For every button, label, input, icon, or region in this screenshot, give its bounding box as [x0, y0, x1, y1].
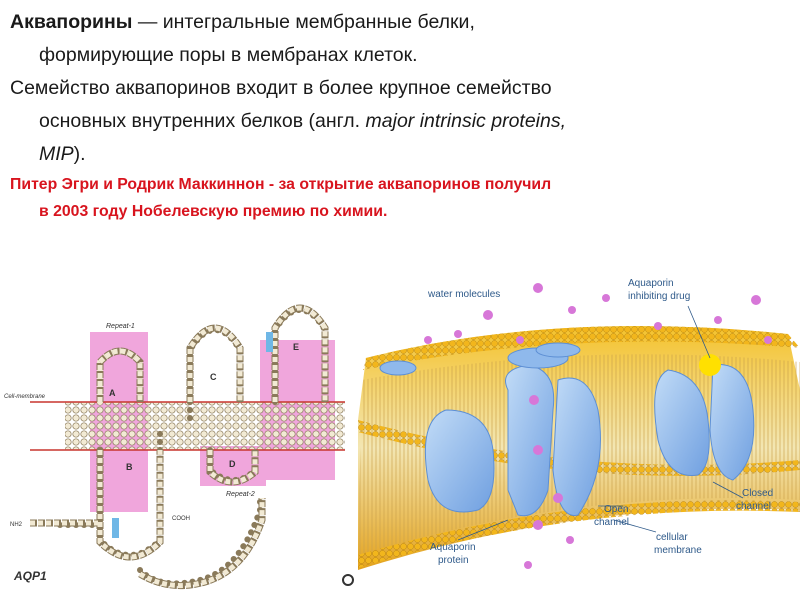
mip-english-term: major intrinsic proteins, [365, 110, 567, 132]
closed-channel-label-line1: Closed [742, 488, 773, 499]
nh2-terminus-label: NH2 [10, 522, 23, 528]
cellular-membrane-label-line2: membrane [654, 545, 702, 556]
family-paragraph: Семейство аквапоринов входит в более кру… [10, 72, 795, 171]
inhibiting-drug-molecule [699, 354, 721, 376]
loop-label-d: D [229, 459, 236, 469]
mip-abbreviation: MIP [39, 143, 74, 165]
nobel-text-line1: Питер Эгри и Родрик Маккиннон - за откры… [10, 176, 552, 193]
nobel-text-line2: в 2003 году Нобелевскую премию по химии. [39, 203, 388, 220]
definition-text: — интегральные мембранные белки, [132, 11, 475, 33]
repeat2-label: Repeat-2 [226, 491, 255, 498]
cooh-terminus-label: COOH [172, 516, 190, 522]
cellular-membrane-label-line1: cellular [656, 532, 688, 543]
family-text-line3-post: ). [73, 143, 86, 165]
drug-label-line2: inhibiting drug [628, 291, 690, 302]
lipid-heads-top [363, 326, 800, 370]
aquaporin-protein-label-line2: protein [438, 555, 469, 566]
water-molecules [424, 283, 772, 569]
slide-text: Аквапорины — интегральные мембранные бел… [10, 6, 795, 225]
definition-text-line2: формирующие поры в мембранах клеток. [39, 44, 418, 66]
aquaporin-membrane-figure: water molecules Aquaporin inhibiting dru… [358, 270, 800, 600]
membrane-label: Cell-membrane [4, 394, 46, 400]
leader-lines [457, 305, 744, 541]
membrane-illustration-svg: water molecules Aquaporin inhibiting dru… [358, 278, 800, 570]
loop-label-c: C [210, 372, 217, 382]
aqp1-topology-svg: Repeat-1 Repeat-2 Cell-membrane [4, 304, 354, 590]
family-text-line1: Семейство аквапоринов входит в более кру… [10, 77, 552, 99]
term-aquaporins: Аквапорины [10, 11, 133, 33]
aquaporin-protein-closed [654, 354, 755, 481]
loop-label-e: E [293, 342, 299, 352]
npa-motif-lower [112, 518, 119, 538]
aqp1-topology-figure: Repeat-1 Repeat-2 Cell-membrane [0, 270, 365, 600]
definition-paragraph: Аквапорины — интегральные мембранные бел… [10, 6, 795, 72]
npa-motif-upper [266, 332, 273, 352]
closed-channel-label-line2: channel [736, 501, 771, 512]
corner-icon [342, 574, 354, 586]
aquaporin-protein-label-line1: Aquaporin [430, 542, 476, 553]
drug-label-line1: Aquaporin [628, 278, 674, 289]
membrane-helix-band [65, 402, 345, 450]
peptide-bead-fill [30, 305, 328, 589]
surface-protein-1 [379, 360, 417, 376]
loop-label-b: B [126, 462, 133, 472]
repeat1-label: Repeat-1 [106, 323, 135, 330]
family-text-line3: MIP). [10, 138, 795, 171]
aquaporin-protein-open [424, 347, 601, 517]
open-channel-label-line2: channel [594, 517, 629, 528]
aqp1-caption: AQP1 [13, 569, 47, 583]
open-channel-label-line1: Open [604, 504, 628, 515]
family-text-line2: основных внутренних белков (англ. major … [10, 105, 795, 138]
nobel-paragraph: Питер Эгри и Родрик Маккиннон - за откры… [10, 171, 795, 225]
loop-label-a: A [109, 388, 116, 398]
surface-protein-2 [535, 342, 581, 358]
family-text-line2-pre: основных внутренних белков (англ. [39, 110, 366, 132]
water-molecules-label: water molecules [427, 289, 500, 300]
